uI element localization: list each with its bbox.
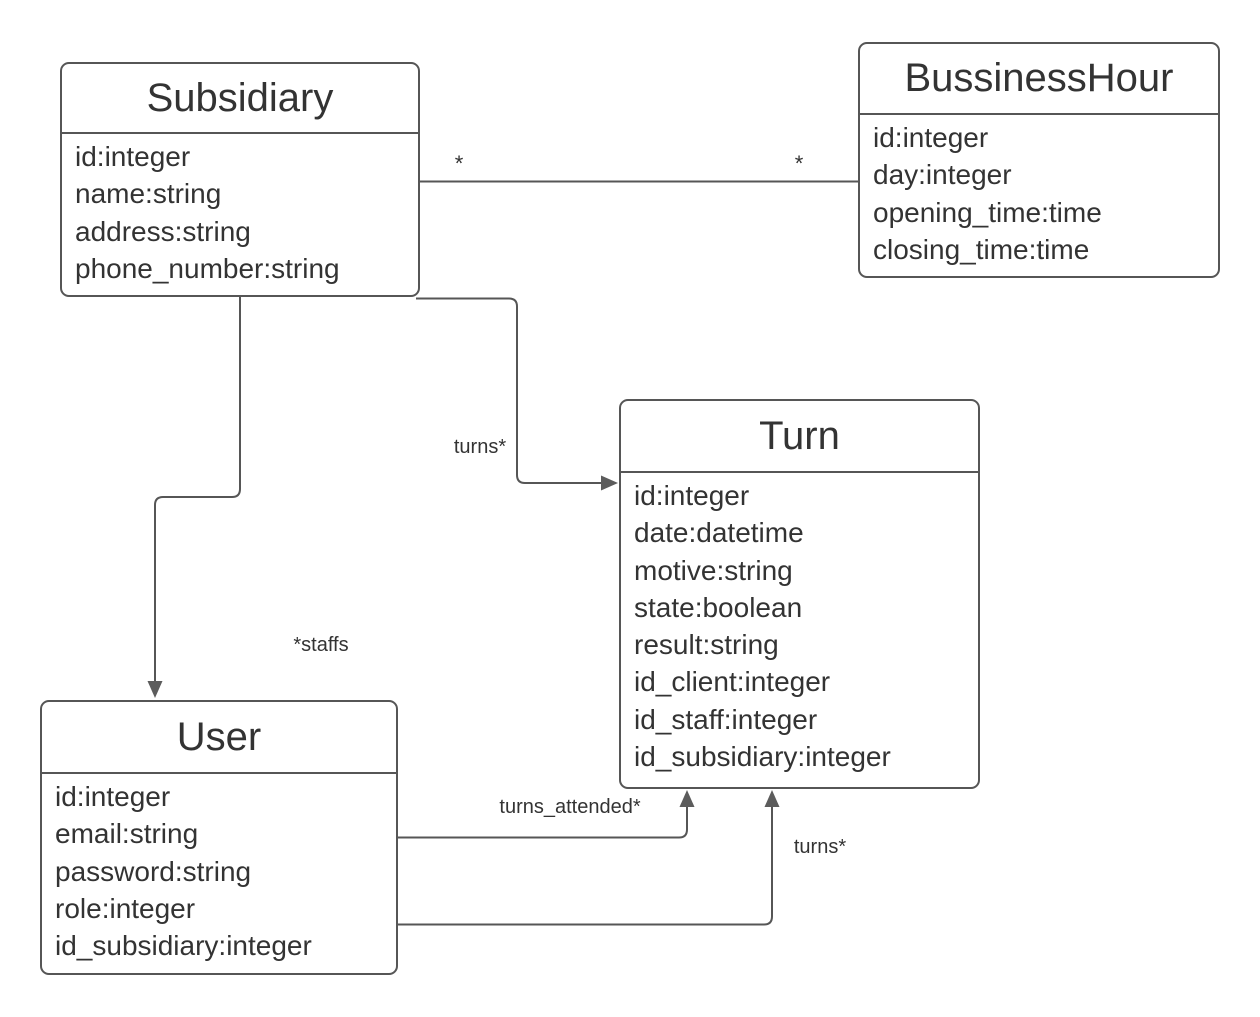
class-title: Turn bbox=[621, 401, 978, 473]
attribute: phone_number:string bbox=[75, 252, 340, 284]
edge-subsidiary-turn[interactable] bbox=[416, 297, 618, 491]
attribute: id:integer bbox=[75, 141, 191, 172]
attribute-list: id:integer email:string password:string … bbox=[42, 774, 396, 964]
attribute: id:integer bbox=[55, 781, 171, 812]
class-subsidiary[interactable]: Subsidiary id:integer name:string addres… bbox=[60, 62, 420, 297]
edge-line bbox=[154, 297, 241, 682]
attribute: opening_time:time bbox=[873, 196, 1102, 228]
attribute: id_subsidiary:integer bbox=[55, 930, 312, 962]
attribute: motive:string bbox=[634, 554, 793, 586]
attribute: result:string bbox=[634, 629, 779, 661]
attribute: day:integer bbox=[873, 159, 1012, 191]
arrowhead-icon bbox=[764, 790, 780, 807]
attribute: password:string bbox=[55, 855, 252, 887]
attribute: id_staff:integer bbox=[634, 703, 818, 735]
edge-label-turns-attended[interactable]: turns_attended* bbox=[496, 795, 644, 819]
attribute: id_client:integer bbox=[634, 666, 831, 698]
attribute: id:integer bbox=[634, 480, 750, 511]
edge-line bbox=[398, 806, 773, 926]
edge-user-turn-attended[interactable] bbox=[398, 790, 695, 839]
attribute: closing_time:time bbox=[873, 233, 1090, 265]
attribute-list: id:integer name:string address:string ph… bbox=[62, 134, 418, 287]
attribute: date:datetime bbox=[634, 517, 804, 549]
multiplicity-subsidiary-side[interactable]: * bbox=[454, 151, 464, 176]
attribute-list: id:integer date:datetime motive:string s… bbox=[621, 473, 978, 775]
attribute: id:integer bbox=[873, 122, 989, 153]
edge-label-staffs[interactable]: *staffs bbox=[290, 633, 352, 657]
edge-label-turns-user[interactable]: turns* bbox=[790, 835, 850, 859]
arrowhead-icon bbox=[679, 790, 695, 807]
attribute: address:string bbox=[75, 215, 251, 247]
attribute: name:string bbox=[75, 178, 222, 210]
attribute: state:boolean bbox=[634, 591, 803, 623]
class-title: Subsidiary bbox=[62, 64, 418, 134]
edge-label-turns-subsidiary[interactable]: turns* bbox=[450, 435, 510, 459]
class-turn[interactable]: Turn id:integer date:datetime motive:str… bbox=[619, 399, 980, 789]
attribute: role:integer bbox=[55, 892, 196, 924]
edge-line bbox=[416, 297, 602, 484]
edge-subsidiary-user[interactable] bbox=[147, 297, 241, 698]
attribute-list: id:integer day:integer opening_time:time… bbox=[860, 115, 1218, 268]
attribute: id_subsidiary:integer bbox=[634, 741, 891, 773]
class-bussinesshour[interactable]: BussinessHour id:integer day:integer ope… bbox=[858, 42, 1220, 278]
edge-line bbox=[398, 806, 688, 839]
class-user[interactable]: User id:integer email:string password:st… bbox=[40, 700, 398, 975]
arrowhead-icon bbox=[147, 681, 163, 698]
attribute: email:string bbox=[55, 818, 199, 850]
class-title: BussinessHour bbox=[860, 44, 1218, 115]
multiplicity-bussinesshour-side[interactable]: * bbox=[794, 151, 804, 176]
class-title: User bbox=[42, 702, 396, 774]
edge-user-turn[interactable] bbox=[398, 790, 780, 926]
arrowhead-icon bbox=[601, 475, 618, 491]
